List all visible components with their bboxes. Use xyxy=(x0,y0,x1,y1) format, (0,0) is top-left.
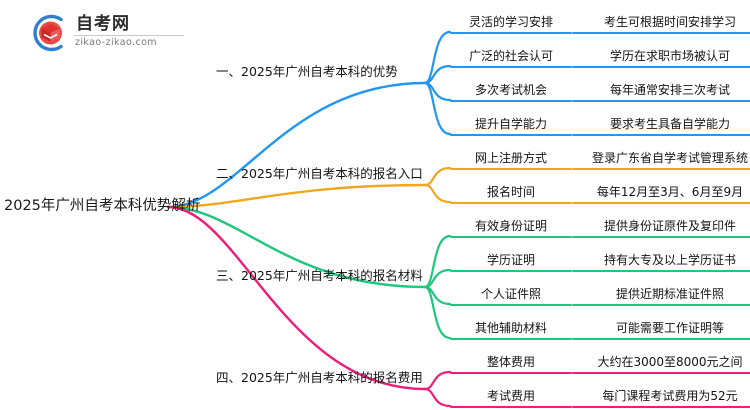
leaf-key-underline xyxy=(450,134,572,136)
leaf-key[interactable]: 其他辅助材料 xyxy=(474,321,547,335)
leaf-key[interactable]: 整体费用 xyxy=(486,355,535,369)
branch-label-4[interactable]: 四、2025年广州自考本科的报名费用 xyxy=(216,370,423,385)
leaf-value[interactable]: 登录广东省自学考试管理系统 xyxy=(591,151,748,165)
leaf-key-underline xyxy=(450,406,572,408)
leaf-row: 考试费用 每门课程考试费用为52元 xyxy=(450,388,750,410)
leaf-value-underline xyxy=(572,100,750,102)
leaf-value[interactable]: 学历在求职市场被认可 xyxy=(609,49,730,63)
leaf-key[interactable]: 广泛的社会认可 xyxy=(468,49,553,63)
logo-brand-name: 自考网 xyxy=(76,14,130,34)
leaf-value-underline xyxy=(572,372,750,374)
leaf-key[interactable]: 考试费用 xyxy=(486,389,535,403)
leaf-row: 个人证件照 提供近期标准证件照 xyxy=(450,286,750,316)
leaf-row: 学历证明 持有大专及以上学历证书 xyxy=(450,252,750,282)
leaf-value[interactable]: 持有大专及以上学历证书 xyxy=(603,253,736,267)
leaf-key-underline xyxy=(450,66,572,68)
leaf-key-underline xyxy=(450,236,572,238)
leaf-key[interactable]: 报名时间 xyxy=(486,185,535,199)
site-logo: 自考网 zikao-zikao.com xyxy=(28,12,188,54)
leaf-key-underline xyxy=(450,32,572,34)
leaf-key-underline xyxy=(450,304,572,306)
leaf-row: 提升自学能力 要求考生具备自学能力 xyxy=(450,116,750,146)
leaf-row: 广泛的社会认可 学历在求职市场被认可 xyxy=(450,48,750,78)
leaf-value[interactable]: 每门课程考试费用为52元 xyxy=(602,389,738,403)
leaf-key-underline xyxy=(450,372,572,374)
leaf-row: 有效身份证明 提供身份证原件及复印件 xyxy=(450,218,750,248)
leaf-value[interactable]: 提供近期标准证件照 xyxy=(615,287,724,301)
leaf-row: 报名时间 每年12月至3月、6月至9月 xyxy=(450,184,750,214)
branch-label-1[interactable]: 一、2025年广州自考本科的优势 xyxy=(216,64,398,79)
leaf-value-underline xyxy=(572,236,750,238)
leaf-value-underline xyxy=(572,66,750,68)
leaf-value[interactable]: 每年通常安排三次考试 xyxy=(609,83,730,97)
leaf-key[interactable]: 灵活的学习安排 xyxy=(468,15,553,29)
leaf-key[interactable]: 学历证明 xyxy=(486,253,535,267)
leaf-row: 灵活的学习安排 考生可根据时间安排学习 xyxy=(450,14,750,44)
leaf-row: 其他辅助材料 可能需要工作证明等 xyxy=(450,320,750,350)
leaf-value[interactable]: 考生可根据时间安排学习 xyxy=(603,15,736,29)
leaf-key[interactable]: 多次考试机会 xyxy=(474,83,547,97)
book-in-circle-icon xyxy=(33,14,63,52)
leaf-key[interactable]: 网上注册方式 xyxy=(474,151,547,165)
leaf-value[interactable]: 大约在3000至8000元之间 xyxy=(597,355,743,369)
leaf-key-underline xyxy=(450,338,572,340)
leaf-row: 网上注册方式 登录广东省自学考试管理系统 xyxy=(450,150,750,180)
leaf-value-underline xyxy=(572,338,750,340)
leaf-value-underline xyxy=(572,202,750,204)
branch-label-2[interactable]: 二、2025年广州自考本科的报名入口 xyxy=(216,166,423,181)
leaf-key[interactable]: 个人证件照 xyxy=(480,287,541,301)
branch-label-3[interactable]: 三、2025年广州自考本科的报名材料 xyxy=(216,268,423,283)
logo-text: 自考网 zikao-zikao.com xyxy=(74,14,186,49)
leaf-value-underline xyxy=(572,304,750,306)
leaf-value[interactable]: 每年12月至3月、6月至9月 xyxy=(596,185,744,199)
leaf-value-underline xyxy=(572,270,750,272)
leaf-key-underline xyxy=(450,168,572,170)
root-node-label: 2025年广州自考本科优势解析 xyxy=(4,198,201,214)
leaf-value-underline xyxy=(572,134,750,136)
leaf-key-underline xyxy=(450,100,572,102)
logo-url: zikao-zikao.com xyxy=(75,37,157,48)
leaf-value-underline xyxy=(572,32,750,34)
leaf-key[interactable]: 提升自学能力 xyxy=(474,117,547,131)
leaf-key-underline xyxy=(450,202,572,204)
leaf-value[interactable]: 可能需要工作证明等 xyxy=(615,321,724,335)
leaf-key-underline xyxy=(450,270,572,272)
leaf-value[interactable]: 提供身份证原件及复印件 xyxy=(603,219,736,233)
leaf-row: 多次考试机会 每年通常安排三次考试 xyxy=(450,82,750,112)
leaf-value-underline xyxy=(572,406,750,408)
leaf-row: 整体费用 大约在3000至8000元之间 xyxy=(450,354,750,384)
leaf-value-underline xyxy=(572,168,750,170)
leaf-value[interactable]: 要求考生具备自学能力 xyxy=(609,117,730,131)
leaf-key[interactable]: 有效身份证明 xyxy=(474,219,547,233)
logo-divider xyxy=(74,35,184,36)
